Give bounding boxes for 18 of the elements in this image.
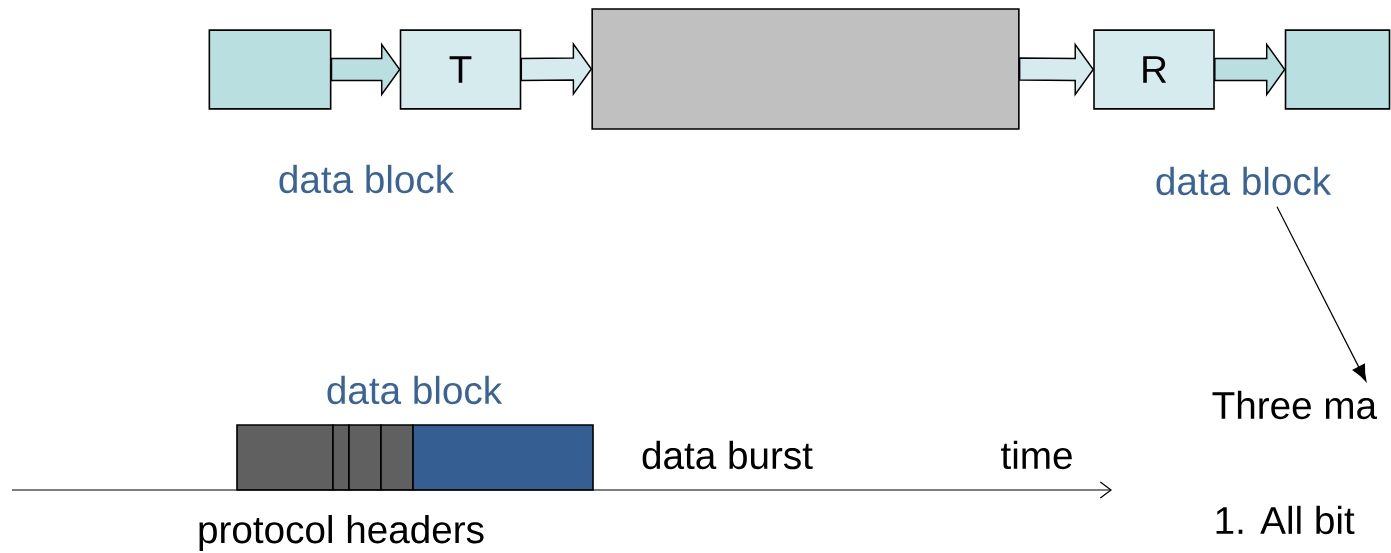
data-label: data block — [327, 375, 503, 405]
list-item: 1. All bit — [1216, 505, 1355, 535]
arrow — [1276, 206, 1367, 382]
axis-label: time — [1001, 440, 1072, 470]
block-box — [1284, 29, 1391, 110]
block-box — [591, 8, 1020, 130]
data-label: data block — [279, 164, 455, 194]
burst-label: data burst — [642, 440, 813, 470]
block-box — [208, 29, 332, 110]
headers-label: protocol headers — [199, 515, 484, 552]
callout-text: data block — [1156, 166, 1332, 196]
block-arrow — [520, 41, 593, 97]
note-text: Three ma — [1212, 390, 1378, 420]
block-arrow — [1018, 42, 1095, 97]
process-box: R — [1093, 29, 1215, 110]
block-arrow — [330, 42, 401, 97]
process-box: T — [399, 29, 522, 110]
block-arrow — [1214, 42, 1286, 97]
